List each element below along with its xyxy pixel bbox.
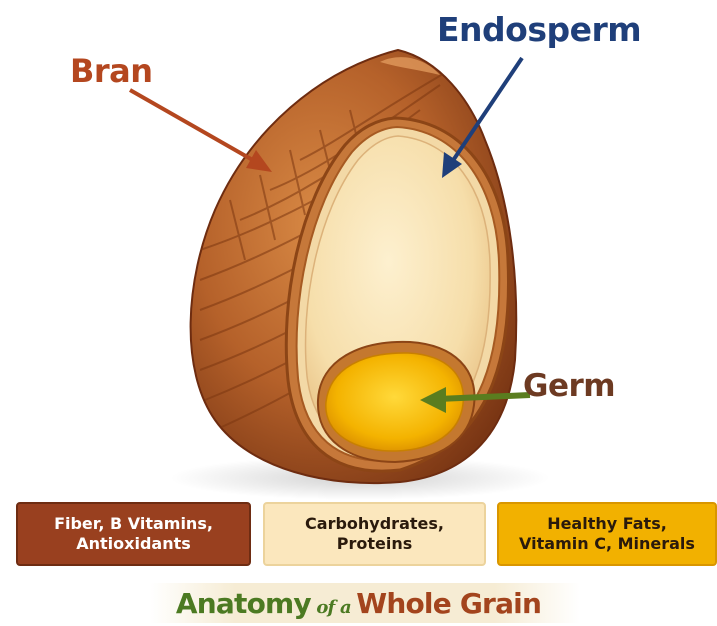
page-title: Anatomy of a Whole Grain (0, 587, 717, 620)
endosperm-label: Endosperm (437, 10, 641, 49)
title-part-whole-grain: Whole Grain (356, 587, 541, 620)
bran-nutrients-box: Fiber, B Vitamins, Antioxidants (16, 502, 251, 566)
germ-nutrients-text: Healthy Fats, Vitamin C, Minerals (519, 514, 695, 554)
germ-nutrients-box: Healthy Fats, Vitamin C, Minerals (497, 502, 717, 566)
bran-arrow (130, 90, 272, 172)
title-part-of-a: of a (311, 597, 356, 618)
title-part-anatomy: Anatomy (176, 587, 311, 620)
endosperm-nutrients-text: Carbohydrates, Proteins (305, 514, 444, 554)
endosperm-nutrients-box: Carbohydrates, Proteins (263, 502, 486, 566)
germ-label: Germ (523, 368, 615, 404)
bran-nutrients-text: Fiber, B Vitamins, Antioxidants (54, 514, 213, 554)
bran-label: Bran (70, 52, 153, 90)
